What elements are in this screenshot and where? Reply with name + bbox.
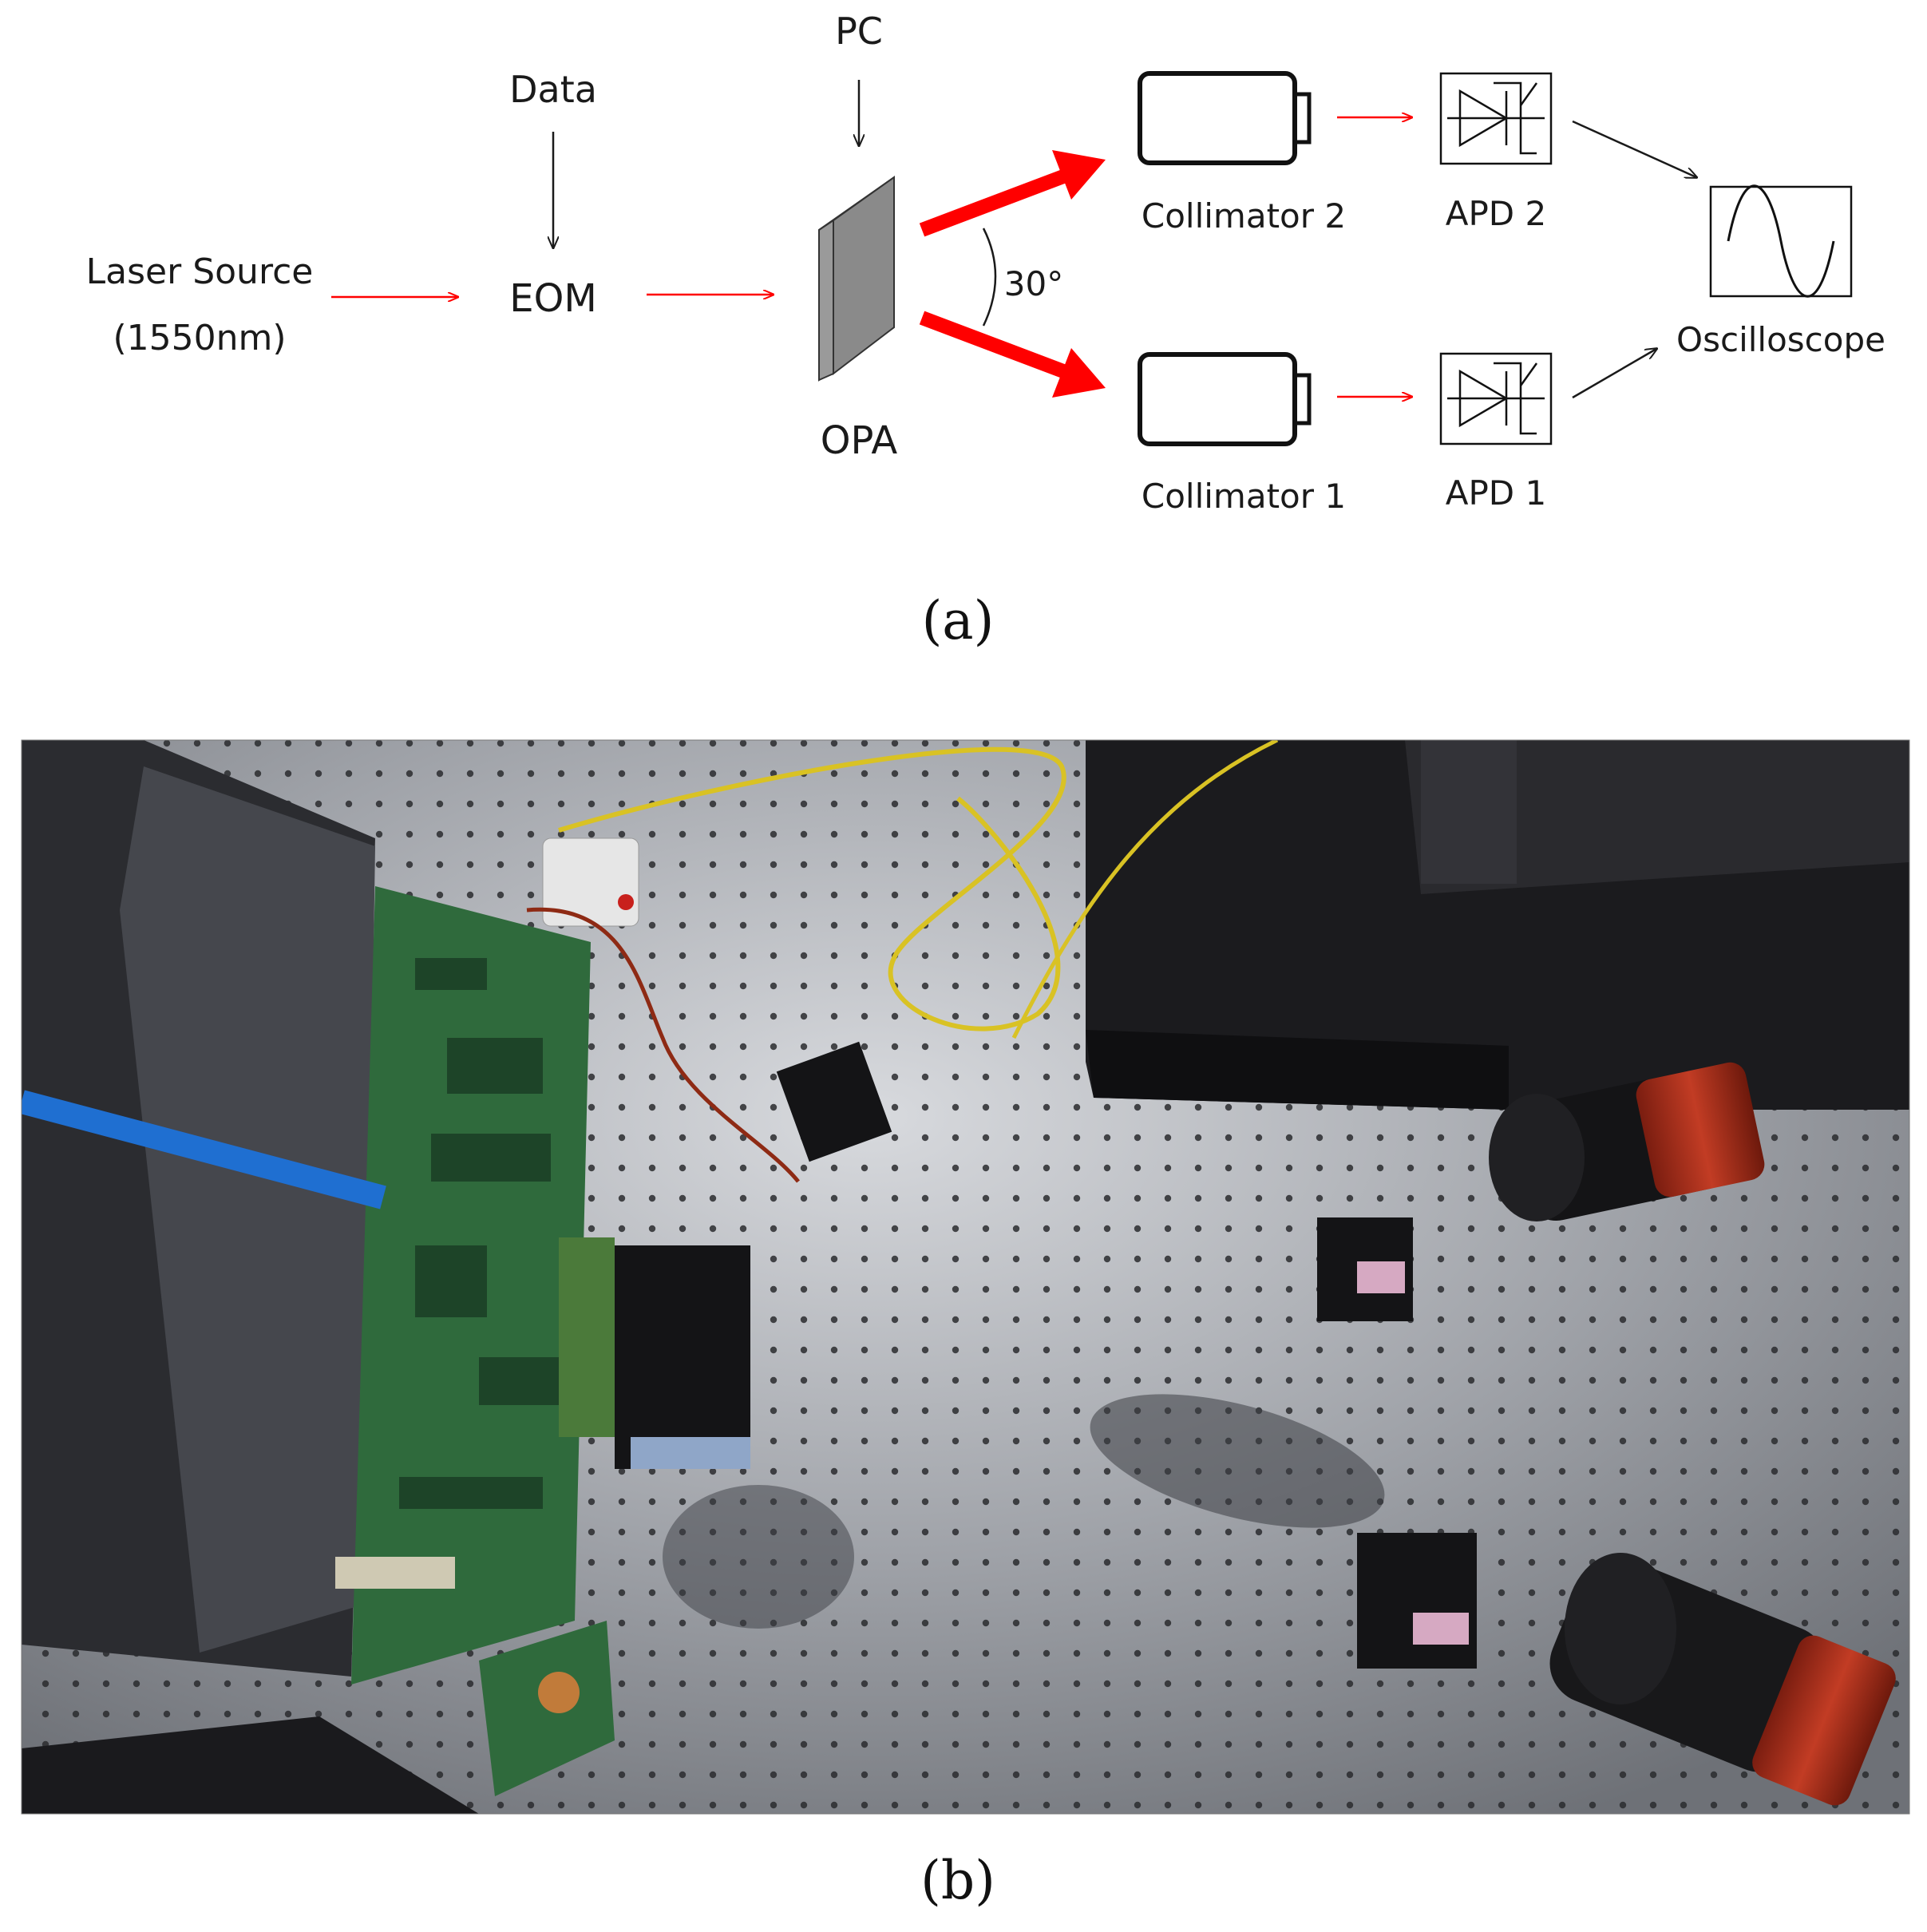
- eom-label: EOM: [509, 276, 597, 321]
- collimator-2: [1138, 71, 1312, 165]
- red-wire: [526, 907, 800, 1183]
- collimator-1-label: Collimator 1: [1142, 477, 1346, 516]
- collimator-2-label: Collimator 2: [1142, 196, 1346, 236]
- schematic-diagram: Data Laser Source (1550nm) EOM PC OPA: [86, 10, 1885, 516]
- apd2-to-oscilloscope-arrow: [1572, 120, 1696, 177]
- oscilloscope-icon: [1709, 184, 1853, 298]
- apd-1-label: APD 1: [1446, 473, 1546, 513]
- electronics-enclosure: [22, 740, 615, 1796]
- oscilloscope-label: Oscilloscope: [1676, 320, 1885, 359]
- shadow: [1090, 1394, 1385, 1528]
- apd-2-photodiode-icon: [1439, 72, 1553, 165]
- opa-mount-stage: [615, 1041, 892, 1469]
- opa-chip: [818, 176, 895, 382]
- opa-label: OPA: [821, 418, 898, 463]
- setup-photograph: [21, 739, 1910, 1815]
- small-white-box: [542, 837, 639, 927]
- data-label: Data: [509, 68, 597, 111]
- laser-wavelength-label: (1550nm): [113, 318, 286, 358]
- pc-label: PC: [835, 10, 883, 53]
- apd-2-label: APD 2: [1446, 194, 1546, 233]
- apd-1-photodiode-icon: [1439, 352, 1553, 445]
- shadow: [663, 1485, 854, 1629]
- laser-source-label: Laser Source: [86, 251, 314, 292]
- instrument-box: [1086, 740, 1909, 1110]
- foreground-cables: [22, 1716, 479, 1814]
- caption-b: (b): [920, 1850, 995, 1911]
- angle-arc: [982, 228, 997, 327]
- collimator-1-assembly: [1357, 1533, 1896, 1806]
- caption-a: (a): [922, 590, 995, 651]
- angle-label: 30°: [1004, 264, 1063, 303]
- output-beam-upper: [919, 150, 1106, 237]
- output-beam-lower: [919, 311, 1106, 398]
- collimator-2-assembly: [1317, 1062, 1765, 1321]
- apd1-to-oscilloscope-arrow: [1572, 349, 1656, 399]
- collimator-1: [1138, 352, 1312, 446]
